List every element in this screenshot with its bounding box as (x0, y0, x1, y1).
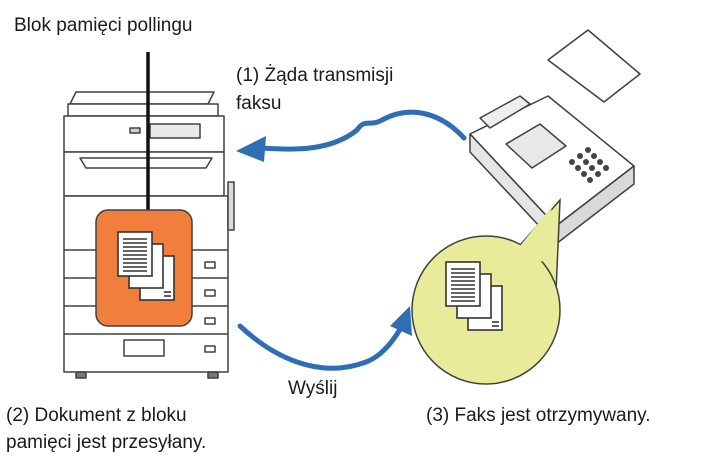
transmitted-label-line2: pamięci jest przesyłany. (6, 432, 207, 453)
request-label-line1: (1) Żąda transmisji (236, 65, 394, 86)
request-label-line2: faksu (236, 93, 282, 114)
send-arrow (237, 306, 412, 371)
request-arrow (236, 109, 467, 162)
send-label: Wyślij (288, 378, 338, 399)
transmitted-label-line1: (2) Dokument z bloku (6, 405, 187, 426)
received-label: (3) Faks jest otrzymywany. (426, 405, 651, 426)
fax-machine-icon (469, 29, 641, 245)
memory-box-label: Blok pamięci pollingu (14, 15, 193, 36)
